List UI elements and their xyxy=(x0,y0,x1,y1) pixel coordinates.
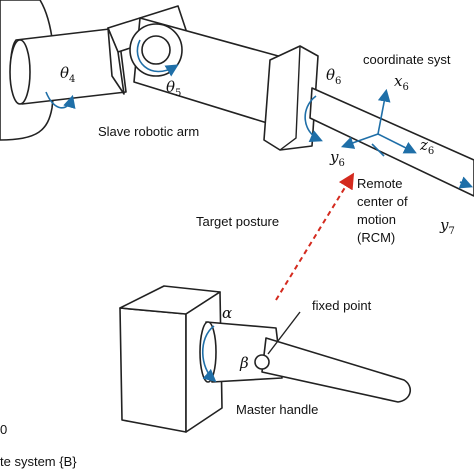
alpha-symbol: α xyxy=(222,304,232,322)
master-box-front xyxy=(119,307,187,433)
beta-symbol: β xyxy=(239,354,249,372)
master-handle-label: Master handle xyxy=(236,402,318,417)
alpha-rotation-arrow xyxy=(202,325,217,383)
coordinate-system-label: coordinate syst xyxy=(363,52,451,67)
theta5-symbol: θ5 xyxy=(166,78,181,99)
theta5-rotation-arrow xyxy=(136,39,179,77)
fixed-point-marker xyxy=(254,354,270,370)
theta6-symbol: θ6 xyxy=(326,66,341,87)
slave-rotation-arrows xyxy=(45,39,323,142)
rcm-label-line2: center of xyxy=(357,194,408,209)
handle-bar xyxy=(261,337,411,403)
target-posture-label: Target posture xyxy=(196,214,279,229)
theta4-symbol: θ4 xyxy=(60,64,75,85)
y7-axis xyxy=(458,176,473,189)
wrist-block-edge xyxy=(279,45,301,151)
theta6-rotation-arrow xyxy=(304,95,323,142)
target-posture-arrow xyxy=(275,172,355,301)
left-edge-zero: 0 xyxy=(0,422,7,437)
z6-axis xyxy=(377,133,417,154)
theta4-rotation-arrow xyxy=(45,91,76,109)
link-block-side xyxy=(107,27,125,95)
z6-symbol: z6 xyxy=(419,136,434,157)
instrument-shaft xyxy=(309,87,474,197)
y7-symbol: y7 xyxy=(439,216,455,237)
rcm-pointer-line xyxy=(371,143,385,157)
joint5-inner xyxy=(141,35,171,65)
y6-symbol: y6 xyxy=(329,148,345,169)
rcm-label-line3: motion xyxy=(357,212,396,227)
x6-symbol: x6 xyxy=(394,72,409,93)
fixed-point-label: fixed point xyxy=(312,298,372,313)
slave-robotic-arm xyxy=(0,0,474,197)
wrist-block xyxy=(263,45,319,151)
slave-arm-label: Slave robotic arm xyxy=(98,124,199,139)
x6-axis xyxy=(377,88,391,135)
fixed-point-pointer xyxy=(267,311,301,355)
rcm-label-line4: (RCM) xyxy=(357,230,395,245)
rcm-label-line1: Remote xyxy=(357,176,403,191)
rcm-coordinate-frame xyxy=(340,88,473,189)
y6-axis xyxy=(340,133,379,149)
joint4-cylinder-face xyxy=(9,39,31,105)
coordinate-system-b-label: te system {B} xyxy=(0,454,77,469)
